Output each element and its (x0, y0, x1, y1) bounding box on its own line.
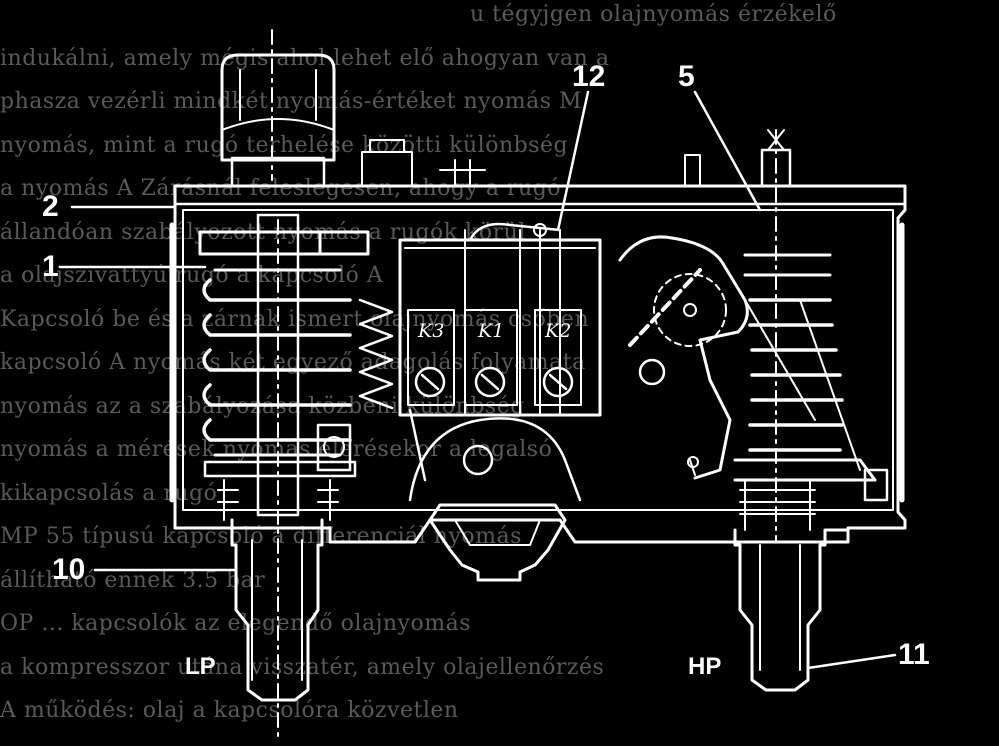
housing-outline (173, 184, 907, 544)
terminal-block (398, 238, 602, 417)
terminal-screw-k1 (474, 366, 506, 398)
callout-leader-5 (693, 90, 762, 212)
hp-main-spring (748, 298, 844, 452)
adjust-knob (220, 53, 336, 162)
top-plate (173, 184, 907, 206)
callout-2: 2 (42, 190, 59, 223)
lp-main-spring (202, 278, 352, 442)
terminal-screw-k2 (542, 366, 574, 398)
background-text-line: u tégyjgen olajnyomás érzékelő (470, 2, 837, 27)
port-label-hp: HP (688, 653, 722, 680)
background-text-line: állítható ennek 3.5 bar (0, 567, 266, 593)
hp-connector-spring (739, 479, 816, 531)
housing-inner (182, 209, 894, 511)
terminal-screw-k3 (414, 366, 446, 398)
hp-port-fitting (733, 528, 850, 692)
callout-leader-12 (556, 90, 590, 232)
callout-11: 11 (898, 638, 930, 671)
callout-10: 10 (52, 553, 86, 586)
background-text-line: a nyomás A Zárásnál feleslegesen, ahogy … (0, 176, 562, 201)
terminal-label-k1: K1 (478, 320, 505, 342)
terminal-label-k2: K2 (545, 320, 572, 342)
lp-port-fitting (230, 518, 324, 702)
cam-lever (618, 235, 749, 480)
callout-1: 1 (42, 250, 59, 283)
background-text-line: A működés: olaj a kapcsolóra közvetlen (0, 698, 459, 723)
background-text-line: phasza vezérli mindkét nyomás-értéket ny… (0, 89, 583, 114)
callout-leader-11 (806, 653, 897, 670)
callout-12: 12 (572, 60, 606, 93)
background-text-line: nyomás, mint a rugó terhelése közötti kü… (0, 132, 569, 158)
port-label-lp: LP (185, 653, 216, 680)
lp-diff-spring (358, 298, 394, 410)
contact-arm (408, 417, 582, 502)
callout-5: 5 (678, 60, 695, 93)
background-text-line: indukálni, amely mégis ahol lehet elő ah… (0, 45, 610, 71)
background-text-line: OP ... kapcsolók az elegendő olajnyomás (0, 611, 471, 636)
central-chamber (428, 503, 567, 582)
background-text-line: kikapcsolás a rugó (0, 480, 218, 506)
terminal-label-k3: K3 (418, 320, 445, 342)
